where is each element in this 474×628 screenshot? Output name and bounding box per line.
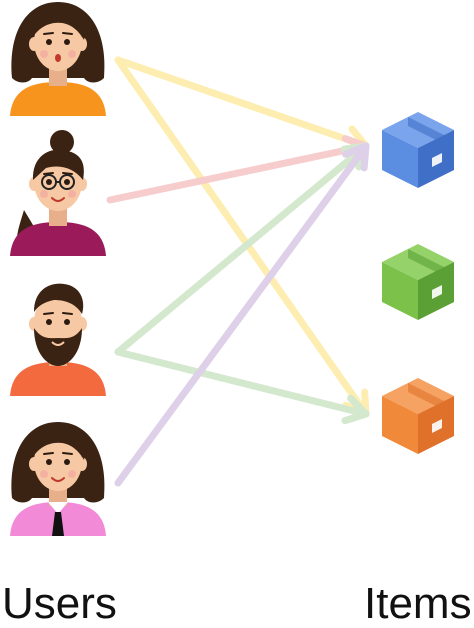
user-2-avatar <box>10 130 106 256</box>
edges <box>106 56 370 487</box>
user-4-avatar <box>10 422 106 536</box>
edge-arrow <box>106 135 370 204</box>
users-label: Users <box>2 579 117 628</box>
edge-arrow <box>114 142 370 487</box>
user-1-avatar <box>10 2 106 116</box>
edge-arrow <box>114 142 370 356</box>
users <box>10 2 106 536</box>
edge-arrow <box>114 348 370 425</box>
item-3-box-icon <box>382 378 454 454</box>
item-1-box-icon <box>382 112 454 188</box>
items <box>382 112 454 454</box>
item-2-box-icon <box>382 244 454 320</box>
edge-arrow <box>114 56 370 155</box>
items-label: Items <box>364 579 472 628</box>
user-3-avatar <box>10 283 106 396</box>
